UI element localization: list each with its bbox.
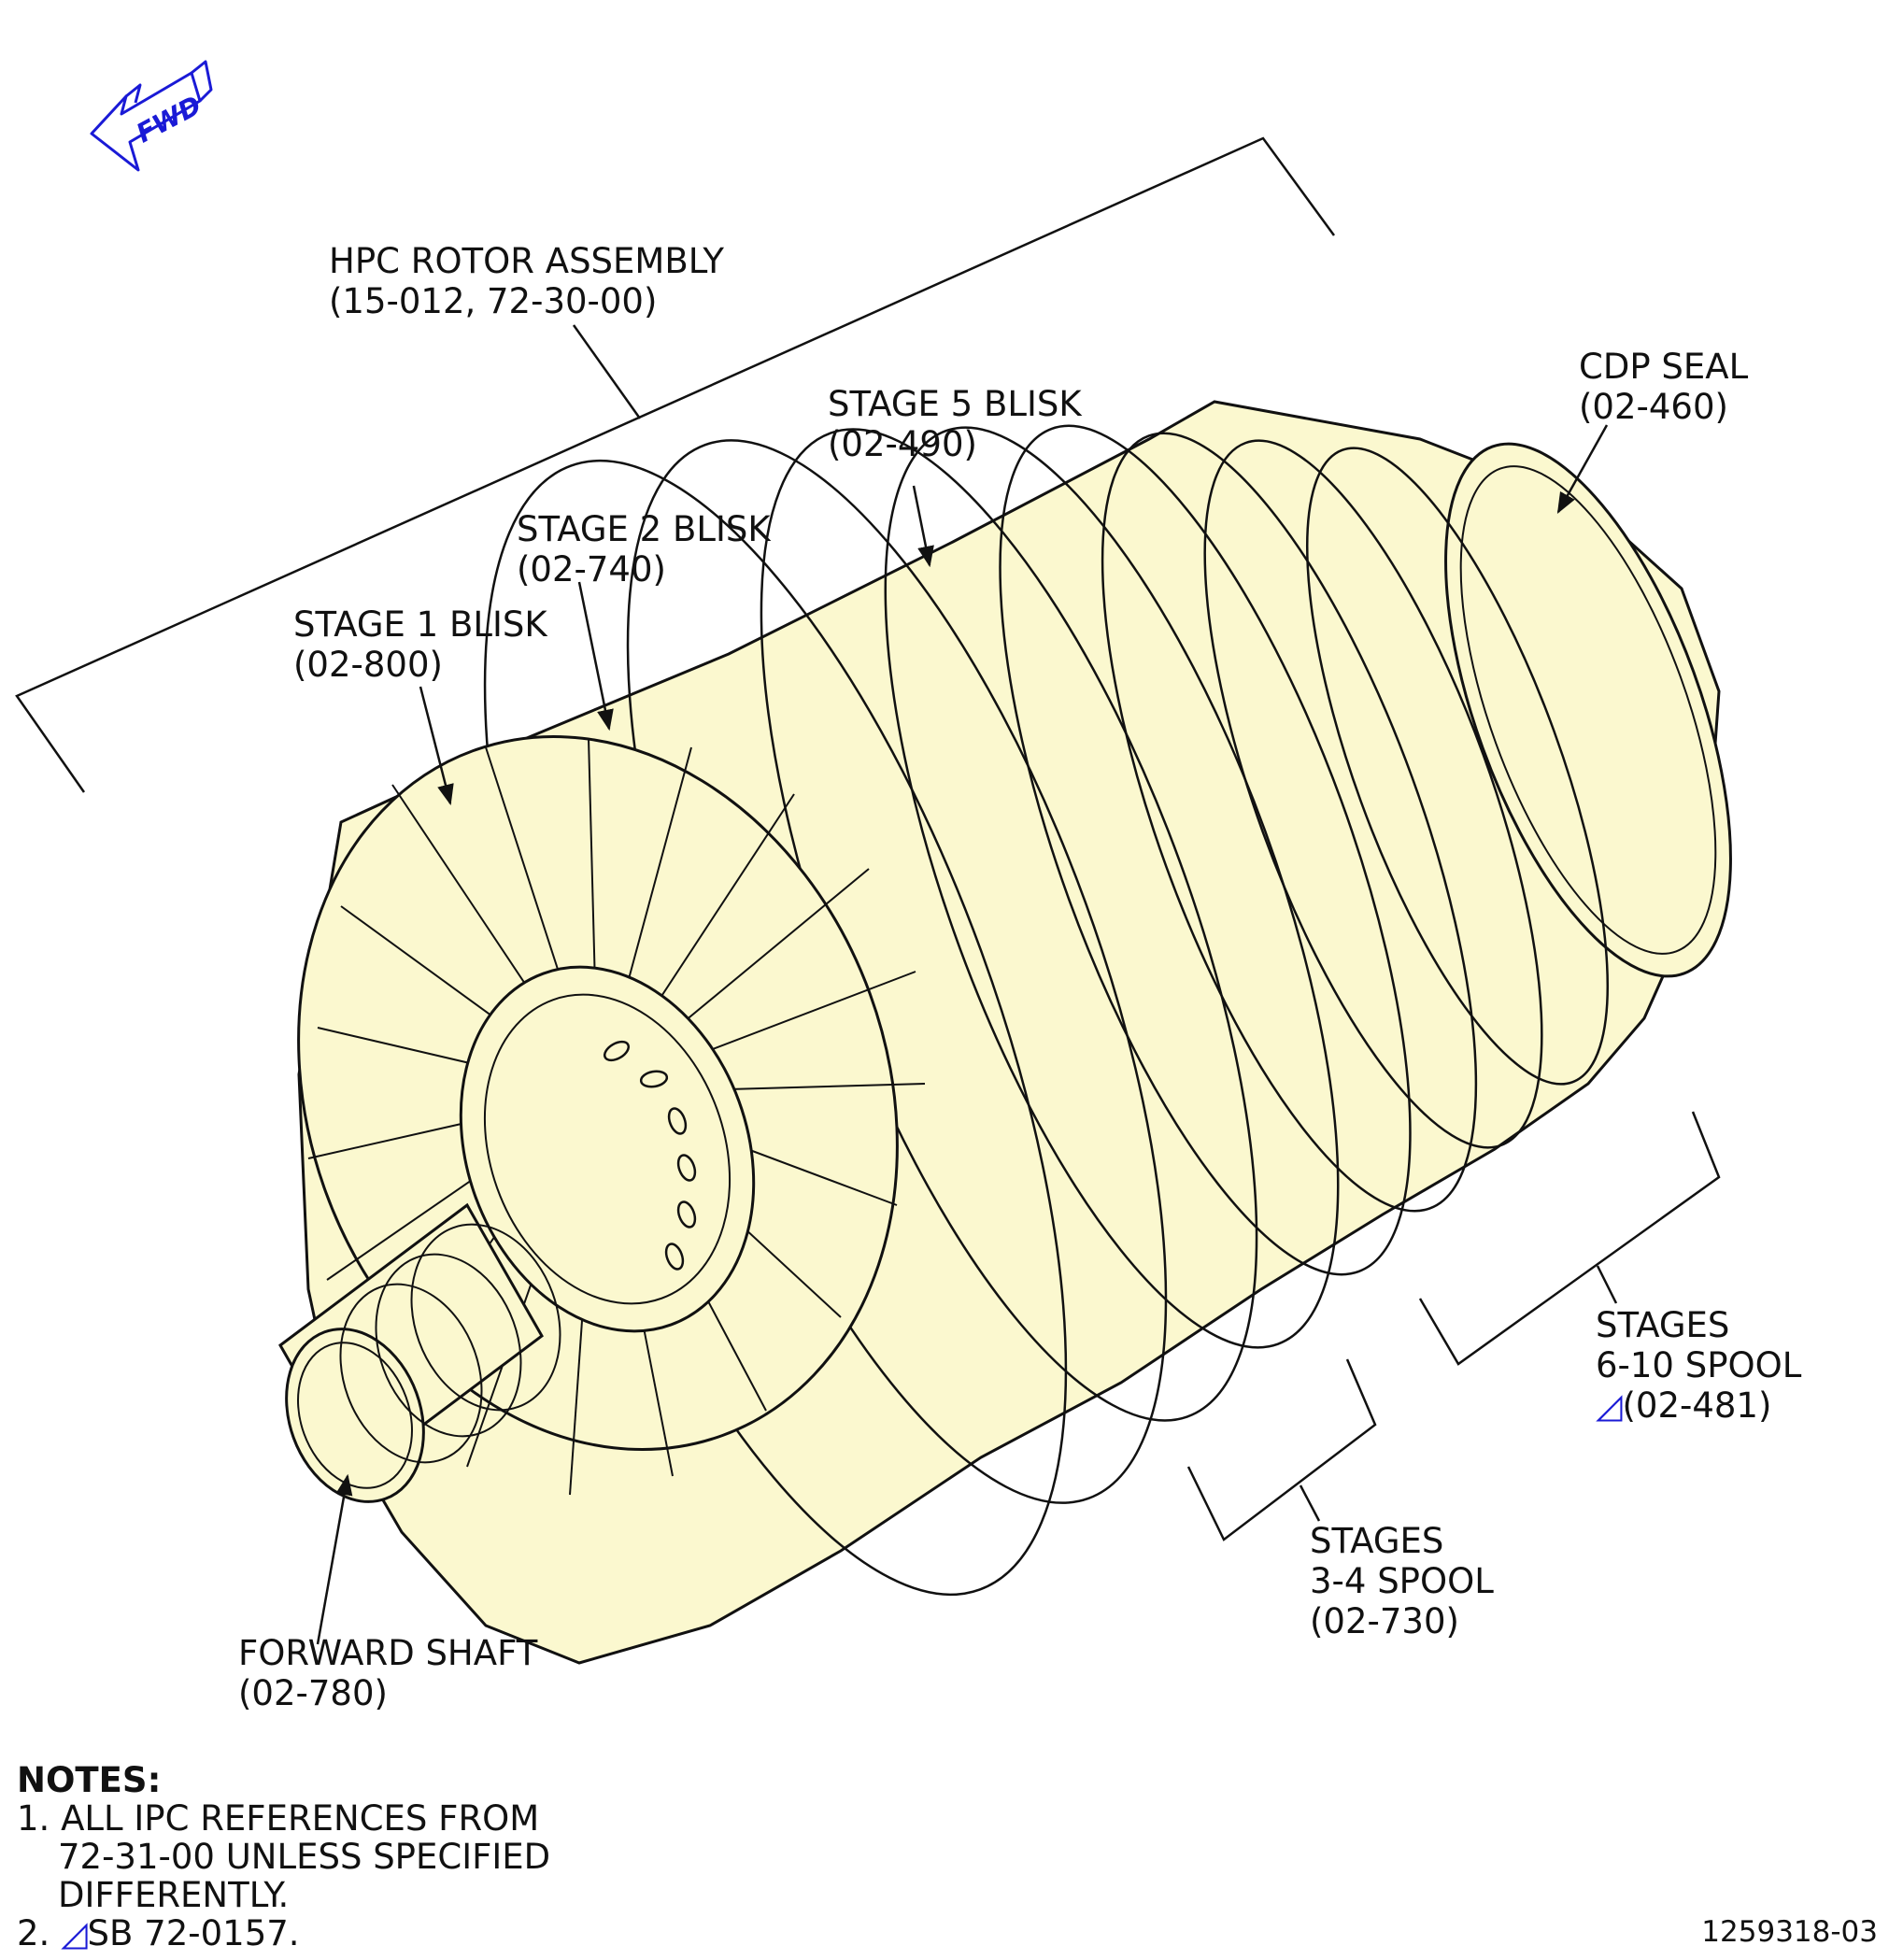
note-2: 2. ◿SB 72-0157.	[17, 1914, 550, 1953]
leader-lines	[316, 424, 1609, 1645]
callout-stage2-blisk: STAGE 2 BLISK (02-740)	[517, 509, 771, 589]
sb-triangle-marker-icon: ◿	[1596, 1385, 1623, 1426]
note-1: 1. ALL IPC REFERENCES FROM	[17, 1799, 550, 1838]
figure-number: 1259318-03	[1701, 1915, 1878, 1949]
stages-3-4-line1: STAGES	[1310, 1521, 1444, 1561]
stage5-name: STAGE 5 BLISK	[828, 384, 1082, 424]
cdp-seal-name: CDP SEAL	[1579, 347, 1749, 387]
stage-brackets	[1186, 1111, 1721, 1541]
note-2-text: SB 72-0157.	[87, 1913, 300, 1953]
stage2-name: STAGE 2 BLISK	[517, 509, 771, 549]
stages-6-10-line1: STAGES	[1596, 1305, 1730, 1345]
note-1-line-3: DIFFERENTLY.	[58, 1875, 290, 1915]
note-2-number: 2.	[17, 1913, 50, 1953]
forward-shaft-name: FORWARD SHAFT	[238, 1633, 538, 1673]
sb-triangle-marker-icon: ◿	[61, 1913, 88, 1953]
notes-title: NOTES:	[17, 1760, 162, 1800]
callout-stage5-blisk: STAGE 5 BLISK (02-490)	[828, 384, 1082, 464]
callout-stage1-blisk: STAGE 1 BLISK (02-800)	[293, 604, 547, 685]
stages-6-10-ref: (02-481)	[1622, 1385, 1772, 1426]
note-1-line-2: 72-31-00 UNLESS SPECIFIED	[58, 1837, 551, 1877]
stage1-ref: (02-800)	[293, 645, 443, 685]
callout-cdp-seal: CDP SEAL (02-460)	[1579, 347, 1748, 427]
forward-shaft-ref: (02-780)	[238, 1673, 388, 1713]
stage2-ref: (02-740)	[517, 549, 666, 589]
cdp-seal-ref: (02-460)	[1579, 387, 1728, 427]
fwd-arrow-icon: FWD	[90, 60, 213, 172]
callout-forward-shaft: FORWARD SHAFT (02-780)	[238, 1633, 537, 1713]
stages-3-4-line2: 3-4 SPOOL	[1310, 1561, 1494, 1601]
hpc-rotor-ref: (15-012, 72-30-00)	[329, 281, 658, 321]
notes-block: NOTES: 1. ALL IPC REFERENCES FROM 72-31-…	[17, 1761, 550, 1953]
note-1-number: 1.	[17, 1798, 50, 1839]
callout-stages-6-10-spool: STAGES 6-10 SPOOL ◿(02-481)	[1596, 1305, 1801, 1426]
callout-stages-3-4-spool: STAGES 3-4 SPOOL (02-730)	[1310, 1521, 1494, 1641]
stage1-name: STAGE 1 BLISK	[293, 604, 547, 645]
rotor-body	[278, 400, 1732, 1665]
hpc-rotor-name: HPC ROTOR ASSEMBLY	[329, 241, 725, 281]
stages-3-4-ref: (02-730)	[1310, 1601, 1459, 1641]
stages-6-10-line2: 6-10 SPOOL	[1596, 1345, 1802, 1385]
hpc-rotor-bracket	[15, 136, 1336, 793]
stage5-ref: (02-490)	[828, 424, 977, 464]
note-1-line-1: ALL IPC REFERENCES FROM	[61, 1798, 540, 1839]
callout-hpc-rotor-assembly: HPC ROTOR ASSEMBLY (15-012, 72-30-00)	[329, 241, 724, 321]
